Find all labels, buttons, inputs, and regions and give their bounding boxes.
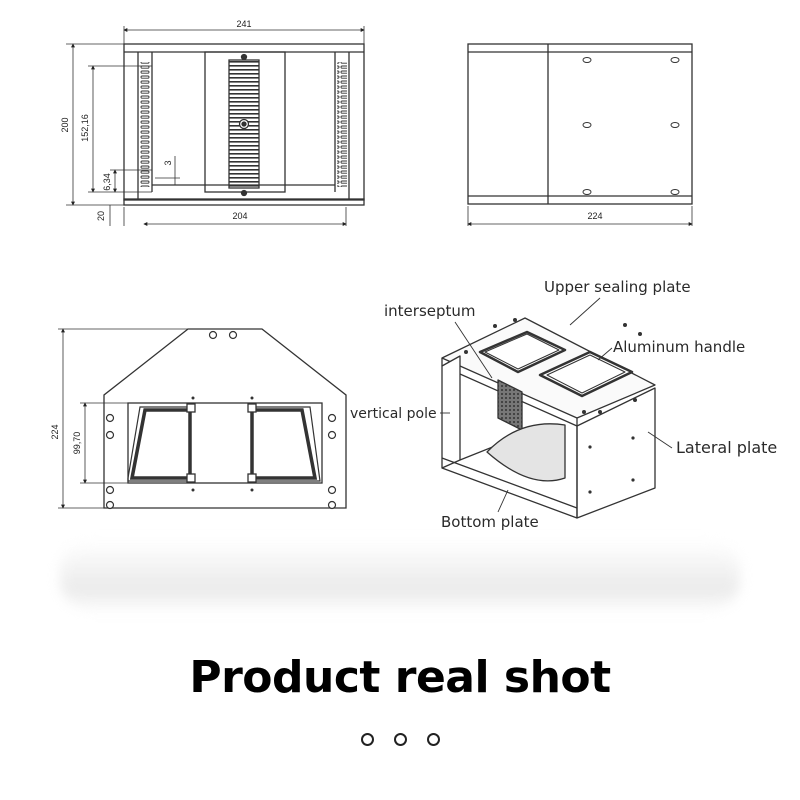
front-bottom-width-dim: 204	[232, 211, 247, 221]
front-body	[123, 43, 365, 201]
side-body	[467, 43, 693, 205]
iso-vertical-pole	[441, 355, 461, 469]
side-view	[467, 43, 693, 205]
top-dimensions	[58, 328, 188, 509]
front-height-dim: 200	[60, 117, 70, 132]
label-lateral-plate: Lateral plate	[676, 438, 777, 457]
isometric-view	[441, 317, 656, 519]
top-height-dim: 224	[50, 424, 60, 439]
photo-shadow-band	[60, 540, 740, 610]
iso-top-plate	[441, 317, 656, 419]
carousel-dot[interactable]	[393, 733, 407, 746]
front-left-slots	[140, 62, 150, 187]
carousel-dot[interactable]	[426, 733, 440, 746]
front-view	[123, 43, 365, 206]
front-base-dim: 20	[96, 211, 106, 221]
side-width-dim: 224	[587, 211, 602, 221]
side-dimensions	[467, 206, 693, 226]
front-inner-height-dim: 152,16	[80, 114, 90, 142]
front-small-dim: 6,34	[102, 173, 112, 191]
callout-leaders	[440, 297, 673, 513]
label-bottom-plate: Bottom plate	[441, 513, 539, 531]
front-base	[123, 198, 365, 206]
front-right-slots	[337, 62, 347, 187]
carousel-indicator	[0, 733, 800, 746]
label-interseptum: interseptum	[384, 302, 476, 320]
front-width-dim: 241	[236, 19, 251, 29]
label-vertical-pole: vertical pole	[350, 406, 437, 422]
page-heading: Product real shot	[189, 652, 611, 703]
front-tick-dim: 3	[163, 160, 173, 165]
top-window-dim: 99,70	[72, 432, 82, 455]
top-view	[103, 328, 347, 510]
front-dimensions	[66, 26, 365, 226]
label-aluminum-handle: Aluminum handle	[613, 338, 745, 356]
iso-bottom-disc	[486, 423, 566, 482]
label-upper-sealing-plate: Upper sealing plate	[544, 278, 691, 296]
carousel-dot[interactable]	[360, 733, 374, 746]
